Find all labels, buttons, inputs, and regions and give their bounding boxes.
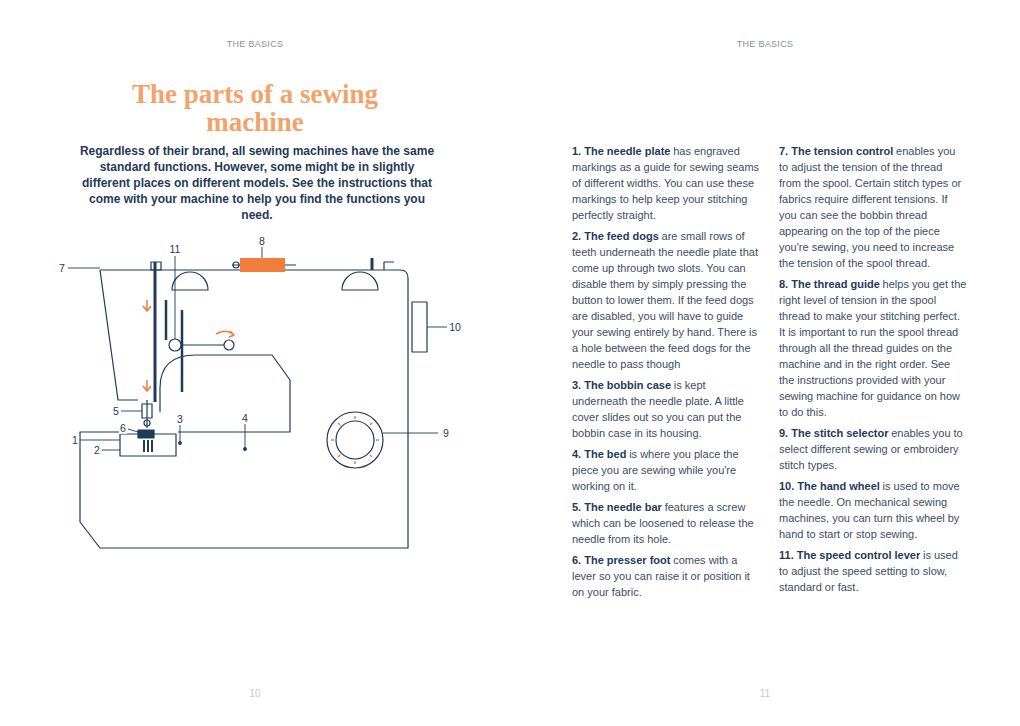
part-description: 4. The bedis where you place the piece y… <box>572 446 760 494</box>
part-name: 10. The hand wheel <box>779 480 880 492</box>
thread-spool <box>240 258 285 272</box>
stitch-dial-inner <box>336 421 374 459</box>
part-name: 9. The stitch selector <box>779 427 888 439</box>
part-description: 2. The feed dogsare small rows of teeth … <box>572 228 760 372</box>
part-name: 5. The needle bar <box>572 501 662 513</box>
callout-number: 8 <box>258 236 266 247</box>
text-column: 1. The needle platehas engraved markings… <box>572 143 760 605</box>
thread-line <box>154 262 157 402</box>
part-description: 11. The speed control leveris used to ad… <box>779 547 967 595</box>
needle-clamp <box>142 404 152 418</box>
text-column: 7. The tension controlenables you to adj… <box>779 143 967 600</box>
callout-number: 5 <box>112 406 120 417</box>
callout-number: 3 <box>176 414 184 425</box>
callout-number: 2 <box>93 445 101 456</box>
take-up <box>181 310 184 392</box>
tension-knob <box>151 262 161 270</box>
part-name: 4. The bed <box>572 448 626 460</box>
part-name: 8. The thread guide <box>779 278 880 290</box>
running-header: THE BASICS <box>227 39 284 49</box>
speed-lever <box>181 344 224 345</box>
leader-lines <box>68 247 447 450</box>
hand-wheel <box>412 302 427 352</box>
part-name: 11. The speed control lever <box>779 549 920 561</box>
part-description: 7. The tension controlenables you to adj… <box>779 143 967 271</box>
thread-guide <box>384 262 394 270</box>
part-description: 1. The needle platehas engraved markings… <box>572 143 760 223</box>
page-number: 10 <box>249 688 260 699</box>
part-name: 3. The bobbin case <box>572 379 671 391</box>
spool-cover <box>172 272 208 290</box>
part-description: 8. The thread guidehelps you get the rig… <box>779 276 967 420</box>
callout-number: 6 <box>119 423 127 434</box>
part-description: 10. The hand wheelis used to move the ne… <box>779 478 967 542</box>
machine-body <box>80 270 408 548</box>
part-name: 6. The presser foot <box>572 554 670 566</box>
callout-number: 1 <box>71 435 79 446</box>
callout-number: 9 <box>442 428 450 439</box>
page-title: The parts of a sewing machine <box>125 80 385 136</box>
running-header: THE BASICS <box>737 39 794 49</box>
callout-number: 11 <box>169 244 182 255</box>
spool-pin-end <box>233 262 239 268</box>
speed-lever-end <box>224 340 234 350</box>
dial-ticks <box>331 416 379 464</box>
needle-plate <box>120 434 176 456</box>
intro-paragraph: Regardless of their brand, all sewing ma… <box>77 143 437 223</box>
thread-guide <box>371 258 374 270</box>
machine-arm <box>160 355 290 432</box>
part-description: 6. The presser footcomes with a lever so… <box>572 552 760 600</box>
part-description: 9. The stitch selectorenables you to sel… <box>779 425 967 473</box>
part-description: 5. The needle barfeatures a screw which … <box>572 499 760 547</box>
speed-lever-pivot <box>169 339 181 351</box>
part-description: 3. The bobbin caseis kept underneath the… <box>572 377 760 441</box>
machine-head <box>100 270 138 400</box>
spool-cover <box>342 272 378 290</box>
part-text: are small rows of teeth underneath the n… <box>572 230 758 370</box>
part-text: helps you get the right level of tension… <box>779 278 966 418</box>
part-name: 2. The feed dogs <box>572 230 659 242</box>
part-name: 7. The tension control <box>779 145 893 157</box>
lever-arrow <box>216 331 234 337</box>
thread-arrow <box>143 380 151 391</box>
page-number: 11 <box>760 688 770 699</box>
callout-number: 10 <box>448 322 462 333</box>
part-text: enables you to adjust the tension of the… <box>779 145 961 269</box>
stitch-dial <box>327 412 383 468</box>
callout-number: 4 <box>241 413 249 424</box>
needle-screw <box>144 420 150 426</box>
part-name: 1. The needle plate <box>572 145 670 157</box>
take-up <box>165 300 168 340</box>
callout-number: 7 <box>58 263 66 274</box>
thread-arrow <box>143 300 151 311</box>
